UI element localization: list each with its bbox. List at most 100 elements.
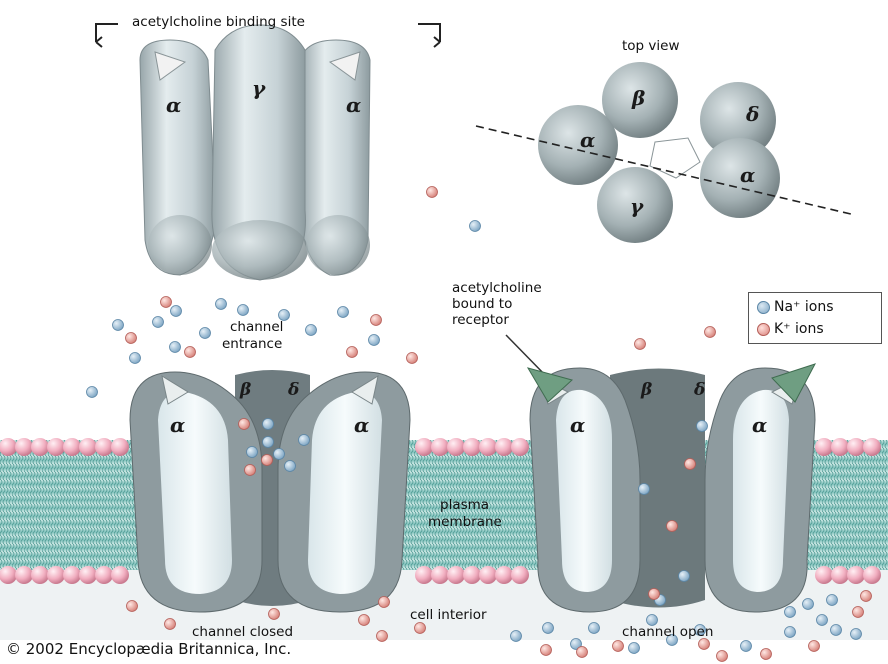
bound-label-line2: bound to xyxy=(452,296,512,312)
k-ion xyxy=(717,651,728,662)
na-ion xyxy=(306,325,317,336)
na-ion xyxy=(130,353,141,364)
alpha-label-open-right: α xyxy=(752,415,767,435)
closed-channel xyxy=(130,370,410,612)
na-ion xyxy=(263,419,274,430)
lipid-head xyxy=(431,438,449,456)
lipid-head xyxy=(447,566,465,584)
na-ion xyxy=(299,435,310,446)
na-ion xyxy=(697,421,708,432)
lipid-head xyxy=(111,438,129,456)
plasma-label-line2: membrane xyxy=(428,514,502,530)
receptor-side-view xyxy=(96,24,440,280)
k-ion xyxy=(185,347,196,358)
lipid-head xyxy=(415,438,433,456)
lipid-head xyxy=(463,438,481,456)
lipid-head xyxy=(847,438,865,456)
lipid-head xyxy=(95,438,113,456)
ion-legend: Na⁺ ions K⁺ ions xyxy=(748,292,882,344)
lipid-head xyxy=(95,566,113,584)
lipid-head xyxy=(111,566,129,584)
k-ion xyxy=(407,353,418,364)
k-ion xyxy=(245,465,256,476)
na-ion xyxy=(238,305,249,316)
delta-label-closed: δ xyxy=(288,380,299,400)
k-ion xyxy=(126,333,137,344)
lipid-head xyxy=(511,566,529,584)
na-ion xyxy=(679,571,690,582)
open-channel xyxy=(506,335,815,612)
lipid-head xyxy=(31,566,49,584)
na-ion xyxy=(247,447,258,458)
na-ion xyxy=(589,623,600,634)
k-ion xyxy=(239,419,250,430)
k-ion xyxy=(809,641,820,652)
lipid-head xyxy=(479,438,497,456)
na-ion xyxy=(629,643,640,654)
k-ion xyxy=(161,297,172,308)
k-ion xyxy=(415,623,426,634)
beta-label-open: β xyxy=(641,380,652,400)
beta-label-closed: β xyxy=(240,380,251,400)
lipid-head xyxy=(79,438,97,456)
na-ion xyxy=(511,631,522,642)
lipid-head xyxy=(495,438,513,456)
lipid-head xyxy=(495,566,513,584)
k-ion xyxy=(861,591,872,602)
na-ion xyxy=(263,437,274,448)
legend-na-label: Na⁺ ions xyxy=(774,299,834,315)
lipid-head xyxy=(47,566,65,584)
receptor-top-view xyxy=(476,62,855,243)
k-ion xyxy=(649,589,660,600)
k-ion xyxy=(635,339,646,350)
lipid-head xyxy=(863,438,881,456)
na-ion xyxy=(200,328,211,339)
k-ion xyxy=(667,521,678,532)
na-ion xyxy=(216,299,227,310)
alpha-label-top-right: α xyxy=(740,165,755,185)
k-ion xyxy=(613,641,624,652)
k-ion xyxy=(761,649,772,660)
lipid-head xyxy=(463,566,481,584)
na-ion xyxy=(827,595,838,606)
na-ion xyxy=(785,607,796,618)
lipid-head xyxy=(511,438,529,456)
na-ion xyxy=(817,615,828,626)
lipid-head xyxy=(479,566,497,584)
top-view-label: top view xyxy=(622,38,680,54)
k-ion xyxy=(262,455,273,466)
lipid-head xyxy=(831,438,849,456)
delta-label-top: δ xyxy=(746,104,759,124)
alpha-label-side-right: α xyxy=(346,95,361,115)
legend-k-label: K⁺ ions xyxy=(774,321,824,337)
k-ion xyxy=(269,609,280,620)
lipid-head xyxy=(63,438,81,456)
k-ion xyxy=(699,639,710,650)
bound-label-line1: acetylcholine xyxy=(452,280,542,296)
lipid-head xyxy=(63,566,81,584)
k-ion xyxy=(379,597,390,608)
k-ion xyxy=(577,647,588,658)
alpha-label-closed-left: α xyxy=(170,415,185,435)
lipid-head xyxy=(831,566,849,584)
alpha-label-open-left: α xyxy=(570,415,585,435)
bound-label-line3: receptor xyxy=(452,312,509,328)
na-ion xyxy=(338,307,349,318)
na-ion xyxy=(274,449,285,460)
k-ion xyxy=(705,327,716,338)
lipid-head xyxy=(15,566,33,584)
channel-open-label: channel open xyxy=(622,624,713,640)
na-ion xyxy=(171,306,182,317)
k-ion xyxy=(165,619,176,630)
channel-closed-label: channel closed xyxy=(192,624,293,640)
cell-interior-label: cell interior xyxy=(410,607,487,623)
alpha-ball-left xyxy=(538,105,618,185)
gamma-label-top: γ xyxy=(630,196,643,216)
k-ion xyxy=(853,607,864,618)
k-ion xyxy=(541,645,552,656)
channel-entrance-line1: channel xyxy=(230,319,283,335)
na-ion xyxy=(170,342,181,353)
lipid-head xyxy=(15,438,33,456)
na-ion xyxy=(285,461,296,472)
